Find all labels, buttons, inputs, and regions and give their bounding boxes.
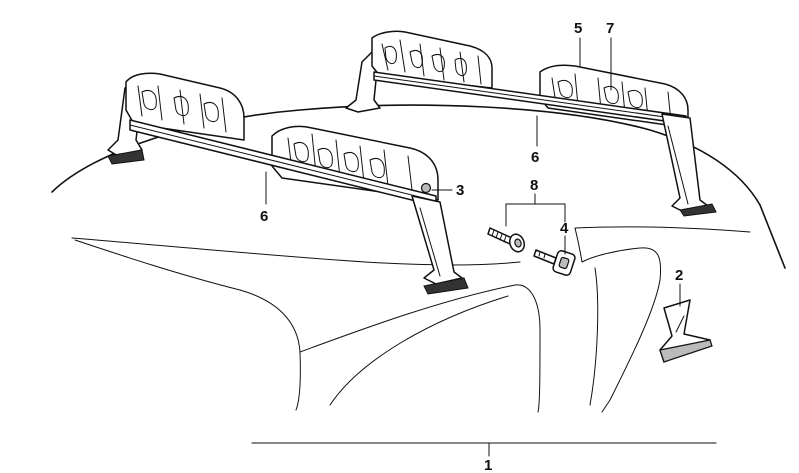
lock-bolt bbox=[487, 227, 526, 253]
decal-part bbox=[659, 299, 713, 363]
key-icon bbox=[533, 249, 576, 276]
rear-roof-rack bbox=[345, 30, 717, 217]
callout-5: 5 bbox=[574, 20, 582, 37]
callout-1: 1 bbox=[484, 457, 492, 473]
callout-6-rear: 6 bbox=[531, 149, 539, 166]
car-roof-outline bbox=[51, 104, 786, 413]
callout-3: 3 bbox=[456, 182, 464, 199]
lock-cylinder-icon bbox=[420, 182, 432, 194]
callout-4: 4 bbox=[560, 220, 569, 237]
callout-2: 2 bbox=[675, 267, 683, 284]
callout-7: 7 bbox=[606, 20, 614, 37]
callout-6-front: 6 bbox=[260, 208, 268, 225]
leader-lines bbox=[251, 37, 717, 457]
front-roof-rack bbox=[107, 72, 469, 295]
callout-8: 8 bbox=[530, 177, 538, 194]
